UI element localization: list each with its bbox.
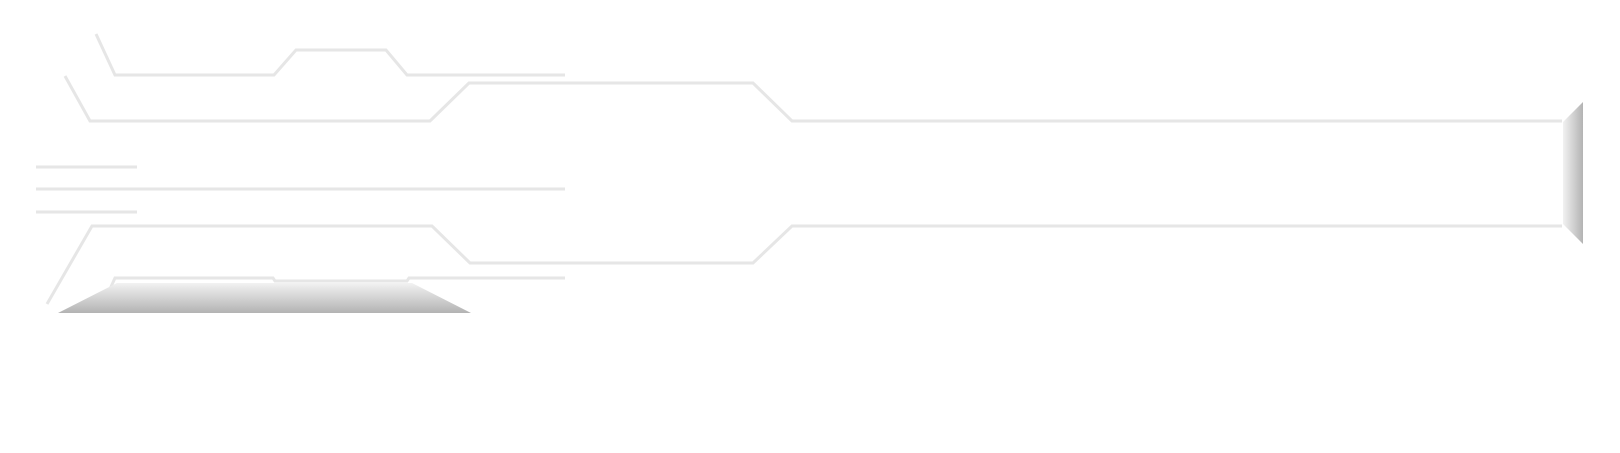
upper-outline (63, 75, 1562, 123)
lower-outline (45, 224, 1562, 305)
bottom-tab-icon (58, 283, 471, 313)
top-notch-line (94, 33, 565, 77)
right-bracket-tab-icon (1563, 102, 1583, 244)
bottom-notch-line (108, 276, 565, 290)
